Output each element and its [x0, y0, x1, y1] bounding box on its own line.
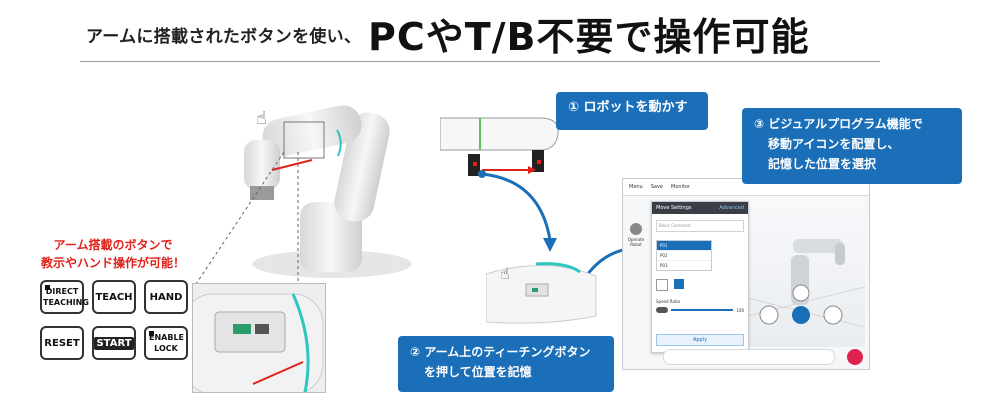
robot-3d-view: [742, 197, 866, 347]
header: アームに搭載されたボタンを使い、 PCやT/B不要で操作可能: [0, 0, 1000, 70]
motion-icons: [656, 279, 744, 291]
marker-square-icon: [149, 331, 154, 336]
arm-teach-illustration: [485, 256, 606, 328]
list-item[interactable]: P02: [657, 250, 711, 260]
reset-button[interactable]: RESET: [40, 326, 84, 360]
software-screenshot: Menu Save Monitor Operate Robot Move Set…: [622, 178, 870, 370]
hand-cursor-icon: ☝: [500, 264, 510, 283]
non-straight-move-icon[interactable]: [674, 279, 684, 289]
start-button[interactable]: START: [92, 326, 136, 360]
zoom-inset: [192, 283, 326, 393]
block-comment-placeholder: Block Comment: [659, 223, 691, 228]
step2-callout: ② アーム上のティーチングボタン を押して位置を記憶: [398, 336, 614, 392]
speed-ratio-row: Speed Ratio 100: [656, 299, 744, 313]
step3-text-line1: ③ ビジュアルプログラム機能で: [754, 117, 923, 131]
list-item[interactable]: P03: [657, 260, 711, 270]
operate-robot-label: Operate Robot: [627, 237, 645, 247]
button-label: DIRECT TEACHING: [43, 287, 89, 307]
step3-text-line3: 記憶した位置を選択: [768, 157, 877, 171]
dialog-tab-advanced[interactable]: Advanced: [719, 205, 744, 211]
button-label: START: [94, 336, 134, 350]
list-item[interactable]: P01: [657, 241, 711, 250]
dialog-title: Move Settings: [656, 205, 692, 211]
robot-photo: [232, 82, 432, 282]
header-subtitle: アームに搭載されたボタンを使い、: [86, 27, 362, 47]
step3-callout: ③ ビジュアルプログラム機能で 移動アイコンを配置し、 記憶した位置を選択: [742, 108, 962, 184]
button-label: ENABLE LOCK: [149, 333, 185, 353]
button-label: TEACH: [95, 291, 133, 303]
menu-item[interactable]: Save: [650, 184, 664, 190]
arm-move-illustration: [439, 104, 560, 184]
menu-item[interactable]: Menu: [629, 184, 643, 190]
teach-button[interactable]: TEACH: [92, 280, 136, 314]
apply-button[interactable]: Apply: [656, 334, 744, 346]
robot-arm-illustration: [244, 105, 412, 278]
operate-robot-panel[interactable]: Operate Robot: [627, 223, 645, 247]
header-divider: [80, 61, 880, 62]
move-settings-dialog: Move Settings Advanced Block Comment P01…: [651, 201, 749, 353]
feature-note-line1: アーム搭載のボタンで: [53, 238, 173, 252]
enable-lock-button[interactable]: ENABLE LOCK: [144, 326, 188, 360]
hand-button[interactable]: HAND: [144, 280, 188, 314]
step2-text-line2: を押して位置を記憶: [424, 365, 532, 379]
bottom-toolbar: [663, 349, 835, 365]
speed-ratio-value: 100: [736, 307, 744, 313]
speed-toggle[interactable]: [656, 307, 668, 313]
play-mode-button[interactable]: [847, 349, 863, 365]
dialog-header: Move Settings Advanced: [652, 202, 748, 214]
robot-icon: [630, 223, 642, 235]
block-comment-field[interactable]: Block Comment: [656, 220, 744, 232]
zoom-guide-lines: [195, 151, 299, 285]
apply-label: Apply: [692, 337, 708, 343]
straight-move-icon[interactable]: [656, 279, 668, 291]
arm-button-panel: DIRECT TEACHING TEACH HAND RESET START E…: [40, 280, 190, 370]
feature-note-line2: 教示やハンド操作が可能！: [40, 256, 185, 270]
step3-text-line2: 移動アイコンを配置し、: [768, 137, 900, 151]
menu-item[interactable]: Monitor: [671, 184, 691, 190]
marker-square-icon: [45, 285, 50, 290]
header-headline: PCやT/B不要で操作可能: [368, 15, 810, 59]
step2-text-line1: ② アーム上のティーチングボタン: [410, 345, 591, 359]
speed-ratio-label: Speed Ratio: [656, 299, 681, 304]
button-label: RESET: [44, 337, 80, 349]
direct-teaching-button[interactable]: DIRECT TEACHING: [40, 280, 89, 314]
step1-callout: ① ロボットを動かす: [556, 92, 708, 130]
hand-cursor-icon: ☝: [256, 108, 267, 129]
step1-text: ① ロボットを動かす: [568, 100, 688, 115]
button-label: HAND: [149, 291, 183, 303]
speed-slider[interactable]: [671, 309, 734, 311]
position-list[interactable]: P01 P02 P03: [656, 240, 712, 271]
feature-note: アーム搭載のボタンで 教示やハンド操作が可能！: [28, 236, 198, 272]
